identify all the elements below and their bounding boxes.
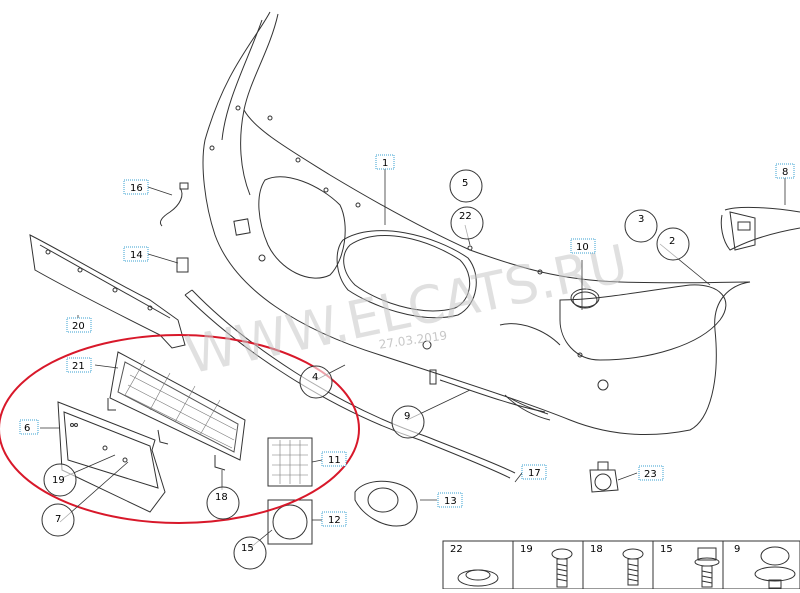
svg-text:21: 21	[72, 361, 85, 372]
callout-11: 11	[321, 451, 347, 467]
svg-text:13: 13	[444, 496, 457, 507]
fastener-id-19: 19	[520, 544, 533, 555]
plate-holder-drawing	[57, 401, 166, 513]
callout-5: 5	[449, 169, 483, 203]
svg-text:12: 12	[328, 515, 341, 526]
svg-text:10: 10	[576, 242, 589, 253]
svg-text:8: 8	[782, 167, 788, 178]
callout-7: 7	[41, 503, 75, 537]
svg-text:2: 2	[669, 236, 675, 247]
svg-text:4: 4	[312, 372, 318, 383]
callout-14: 14	[123, 246, 149, 262]
bracket-drawing	[29, 234, 186, 349]
svg-text:19: 19	[52, 475, 65, 486]
callout-15: 15	[233, 536, 267, 570]
svg-text:20: 20	[72, 321, 85, 332]
bolt-icon	[694, 547, 720, 588]
svg-text:11: 11	[328, 455, 341, 466]
highlight-ellipse	[0, 334, 360, 524]
screw-icon	[551, 548, 573, 588]
fastener-id-9: 9	[734, 544, 740, 555]
svg-text:5: 5	[462, 178, 468, 189]
callout-8: 8	[775, 163, 795, 179]
callout-20: 20	[66, 317, 92, 333]
svg-text:15: 15	[241, 543, 254, 554]
svg-text:23: 23	[644, 469, 657, 480]
clip-icon	[457, 569, 499, 587]
callout-17: 17	[521, 464, 547, 480]
callout-3: 3	[624, 209, 658, 243]
side-bracket-drawing	[720, 206, 800, 251]
fastener-id-18: 18	[590, 544, 603, 555]
callout-23: 23	[638, 465, 664, 481]
strip-drawing	[184, 289, 516, 479]
callout-2: 2	[656, 227, 690, 261]
grille-drawing	[107, 351, 246, 471]
svg-text:17: 17	[528, 468, 541, 479]
bumper-cover-drawing	[202, 11, 751, 436]
svg-text:22: 22	[459, 211, 472, 222]
svg-text:6: 6	[24, 423, 30, 434]
callouts: 1 8 10 11 12 13 14 16 17 20 21 6 23 5 22…	[19, 154, 795, 570]
callout-16: 16	[123, 179, 149, 195]
fastener-id-22: 22	[450, 544, 463, 555]
callout-19: 19	[43, 463, 77, 497]
callout-1: 1	[375, 154, 395, 170]
callout-21: 21	[66, 357, 92, 373]
callout-12: 12	[321, 511, 347, 527]
rivet-icon	[754, 546, 796, 589]
callout-6: 6	[19, 419, 39, 435]
screw-icon	[622, 548, 644, 586]
callout-9: 9	[391, 405, 425, 439]
svg-text:7: 7	[55, 514, 61, 525]
callout-18: 18	[206, 486, 240, 520]
svg-text:14: 14	[130, 250, 143, 261]
callout-4: 4	[299, 365, 333, 399]
callout-22: 22	[450, 206, 484, 240]
callout-10: 10	[570, 238, 596, 254]
svg-text:1: 1	[382, 158, 388, 169]
callout-13: 13	[437, 492, 463, 508]
svg-text:9: 9	[404, 411, 410, 422]
leader-lines	[40, 168, 786, 549]
small-parts-drawing	[159, 182, 189, 273]
svg-text:16: 16	[130, 183, 143, 194]
svg-text:3: 3	[638, 214, 644, 225]
clip-details-drawing	[509, 288, 600, 415]
fastener-table: 22 19 18 15 9	[442, 540, 800, 590]
small-grilles-drawing	[267, 437, 619, 545]
svg-text:18: 18	[215, 492, 228, 503]
fastener-id-15: 15	[660, 544, 673, 555]
